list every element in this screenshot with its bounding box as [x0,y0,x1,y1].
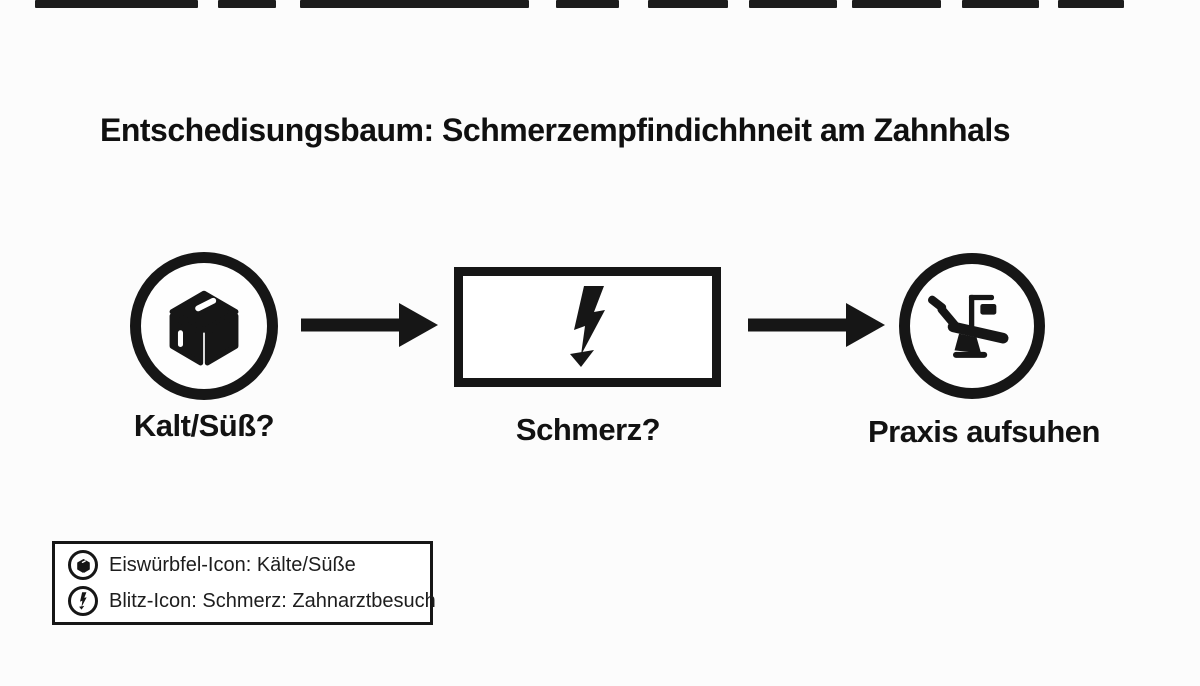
legend-item-lightning: Blitz-Icon: Schmerz: Zahnarztbesuch [68,586,436,616]
node-label-pain: Schmerz? [515,412,661,447]
legend-item-label: Blitz-Icon: Schmerz: Zahnarztbesuch [109,589,436,612]
legend-item-label: Eiswürbfel-Icon: Kälte/Süße [109,553,356,576]
ice-cube-icon [169,290,239,366]
arrow-right-icon [301,303,438,347]
legend-item-ice-cube: Eiswürbfel-Icon: Kälte/Süße [68,550,430,580]
ice-cube-circle-icon [68,550,98,580]
node-label-cold-sweet: Kalt/Süß? [133,408,275,443]
node-pain [454,267,721,387]
lightning-bolt-icon [569,286,605,367]
lightning-bolt-circle-icon [68,586,98,616]
node-dental-practice [899,253,1045,399]
dental-chair-icon [927,294,1009,358]
page-title: Entschedisungsbaum: Schmerzempfindichhne… [100,112,1011,148]
top-edge-artifact [35,0,1124,8]
node-label-dental-practice: Praxis aufsuhen [868,414,1100,449]
arrow-right-icon [748,303,885,347]
node-cold-sweet [130,252,278,400]
legend-box: Eiswürbfel-Icon: Kälte/Süße Blitz-Icon: … [52,541,436,625]
